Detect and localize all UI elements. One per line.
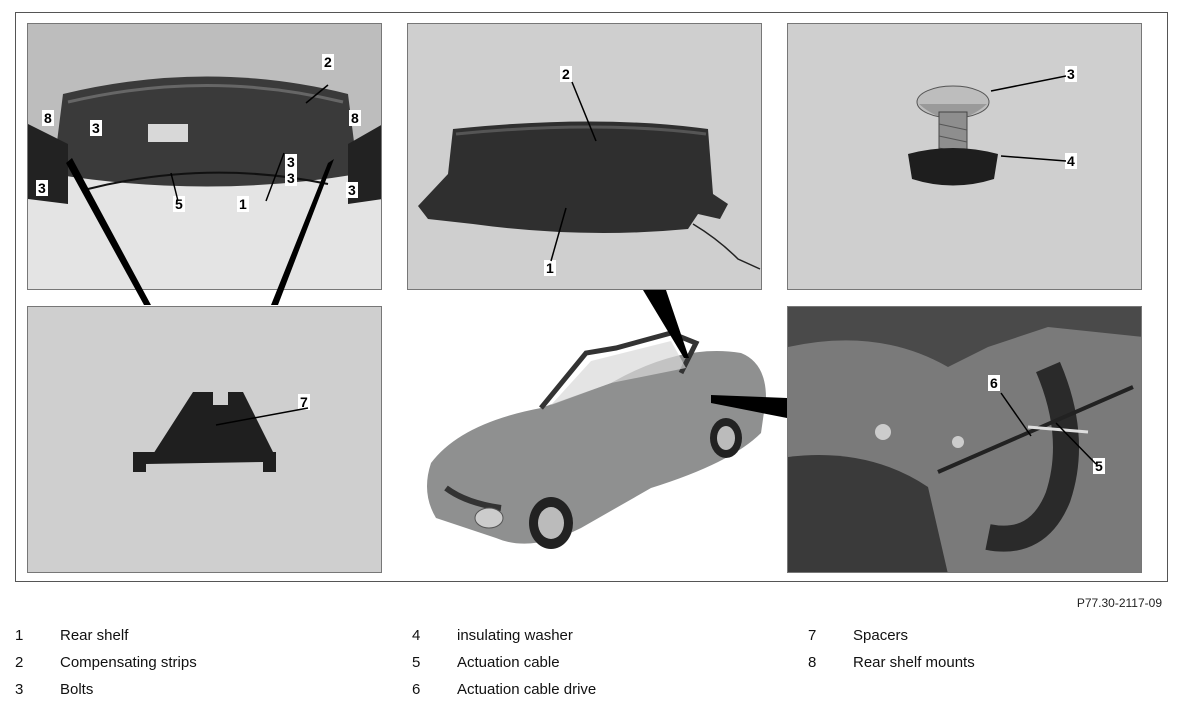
- legend-number: 8: [808, 654, 817, 671]
- callout-6: 6: [988, 375, 1000, 391]
- bolt-washer-illustration: [908, 85, 998, 186]
- legend-label: Rear shelf: [60, 627, 129, 644]
- callout-5: 5: [173, 196, 185, 212]
- actuation-cable-illustration: [788, 307, 1141, 572]
- legend-item: 4 insulating washer: [412, 627, 596, 654]
- callout-8: 8: [349, 110, 361, 126]
- legend-number: 1: [15, 627, 24, 644]
- legend-number: 5: [412, 654, 421, 671]
- car-overview: [401, 313, 771, 573]
- callout-3: 3: [1065, 66, 1077, 82]
- callout-3: 3: [36, 180, 48, 196]
- legend-label: Compensating strips: [60, 654, 197, 671]
- callout-3: 3: [285, 154, 297, 170]
- legend-label: insulating washer: [457, 627, 573, 644]
- convertible-car-illustration: [427, 330, 766, 549]
- panel-bolt-washer: 3 4: [787, 23, 1142, 290]
- callout-8: 8: [42, 110, 54, 126]
- callout-2: 2: [322, 54, 334, 70]
- legend-number: 2: [15, 654, 24, 671]
- panel-rear-shelf-installed: 2 8 3 3 8 3 3 3 5 1: [27, 23, 382, 290]
- legend-label: Spacers: [853, 627, 909, 644]
- legend-column-1: 1 Rear shelf 2 Compensating strips 3 Bol…: [15, 627, 197, 708]
- legend-label: Actuation cable: [457, 654, 560, 671]
- callout-1: 1: [237, 196, 249, 212]
- legend-item: 2 Compensating strips: [15, 654, 197, 681]
- callout-4: 4: [1065, 153, 1077, 169]
- callout-1: 1: [544, 260, 556, 276]
- callout-2: 2: [560, 66, 572, 82]
- spacer-illustration: [133, 392, 276, 472]
- callout-5: 5: [1093, 458, 1105, 474]
- legend-number: 6: [412, 681, 421, 698]
- legend-number: 3: [15, 681, 24, 698]
- legend-item: 7 Spacers: [808, 627, 975, 654]
- callout-3: 3: [285, 170, 297, 186]
- diagram-figure: 2 8 3 3 8 3 3 3 5 1 2 1 3 4: [15, 12, 1168, 582]
- figure-reference-code: P77.30-2117-09: [1076, 596, 1162, 610]
- legend-label: Actuation cable drive: [457, 681, 597, 698]
- legend-label: Bolts: [60, 681, 94, 698]
- legend-column-3: 7 Spacers 8 Rear shelf mounts: [808, 627, 975, 681]
- legend-label: Rear shelf mounts: [853, 654, 975, 671]
- callout-3: 3: [346, 182, 358, 198]
- panel-spacer: 7: [27, 306, 382, 573]
- legend-item: 6 Actuation cable drive: [412, 681, 596, 708]
- rear-shelf-illustration: [418, 121, 761, 270]
- legend-item: 3 Bolts: [15, 681, 197, 708]
- callout-3: 3: [90, 120, 102, 136]
- callout-7: 7: [298, 394, 310, 410]
- panel-actuation-cable: 6 5: [787, 306, 1142, 573]
- panel-rear-shelf: 2 1: [407, 23, 762, 290]
- legend-item: 8 Rear shelf mounts: [808, 654, 975, 681]
- legend-column-2: 4 insulating washer 5 Actuation cable 6 …: [412, 627, 596, 708]
- legend-item: 5 Actuation cable: [412, 654, 596, 681]
- legend-item: 1 Rear shelf: [15, 627, 197, 654]
- legend-number: 7: [808, 627, 817, 644]
- legend-number: 4: [412, 627, 421, 644]
